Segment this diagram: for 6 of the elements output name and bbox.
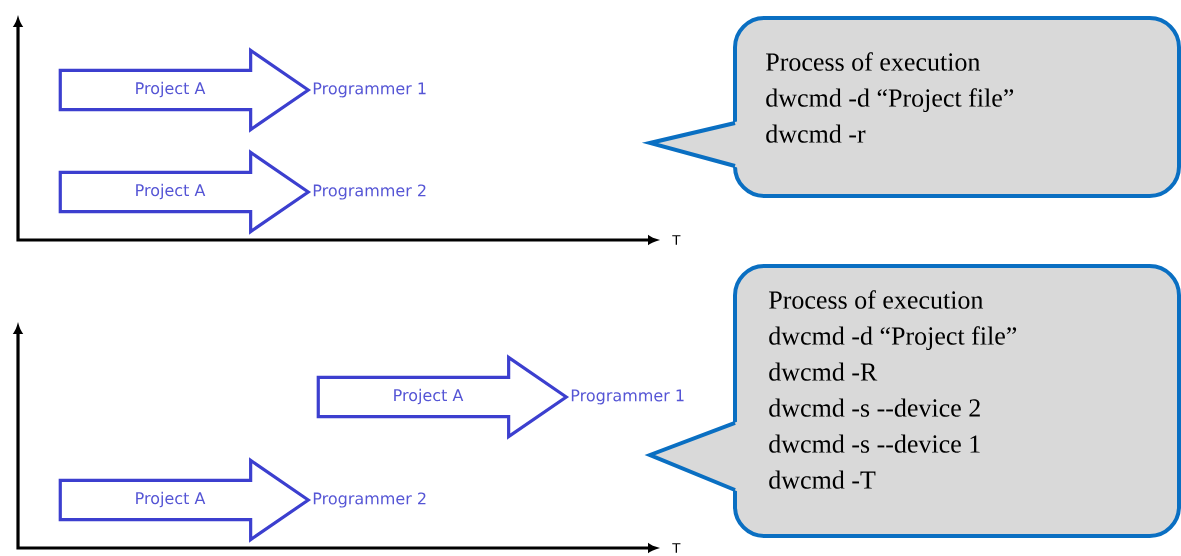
arrow-label: Programmer 2 [313,184,426,200]
arrow-label: Programmer 1 [313,82,426,98]
arrow-label: Programmer 2 [313,492,426,508]
speech-bubble: Process of execution dwcmd -d “Project file” dwcmd -r [641,16,1181,198]
axis-label: T [672,543,681,553]
axis-label: T [672,235,681,245]
